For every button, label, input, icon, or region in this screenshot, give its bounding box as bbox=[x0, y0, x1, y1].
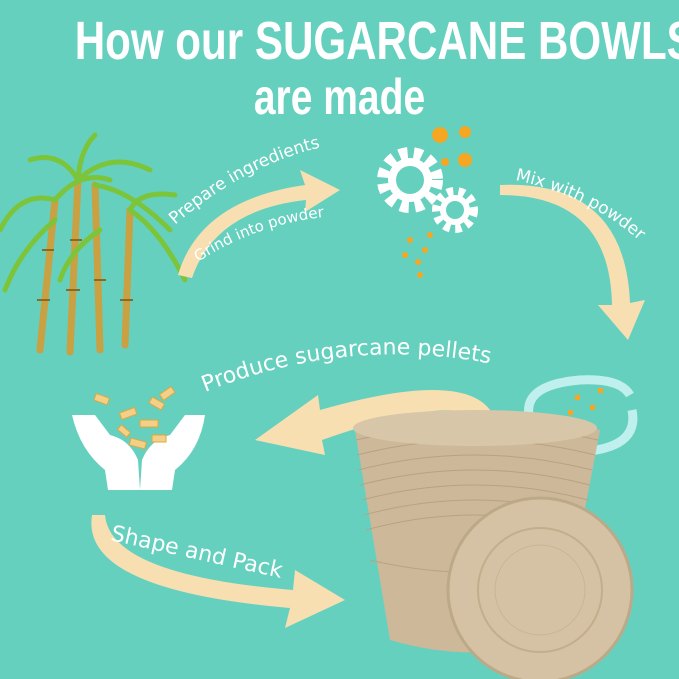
arrow-4 bbox=[91, 515, 345, 628]
bowls-icon bbox=[353, 410, 634, 679]
sugarcane-icon bbox=[0, 132, 188, 356]
hands-pellets-icon bbox=[72, 385, 205, 490]
step-label-produce: Produce sugarcane pellets bbox=[198, 335, 493, 397]
title-line-1: How our SUGARCANE BOWLS bbox=[74, 11, 679, 71]
arrow-1 bbox=[178, 170, 340, 278]
arrow-2 bbox=[500, 184, 645, 340]
title-line-2: are made bbox=[253, 69, 426, 125]
powder-dots bbox=[402, 126, 472, 278]
step-label-mix: Mix with powder bbox=[514, 165, 649, 244]
gears-icon bbox=[377, 147, 478, 233]
